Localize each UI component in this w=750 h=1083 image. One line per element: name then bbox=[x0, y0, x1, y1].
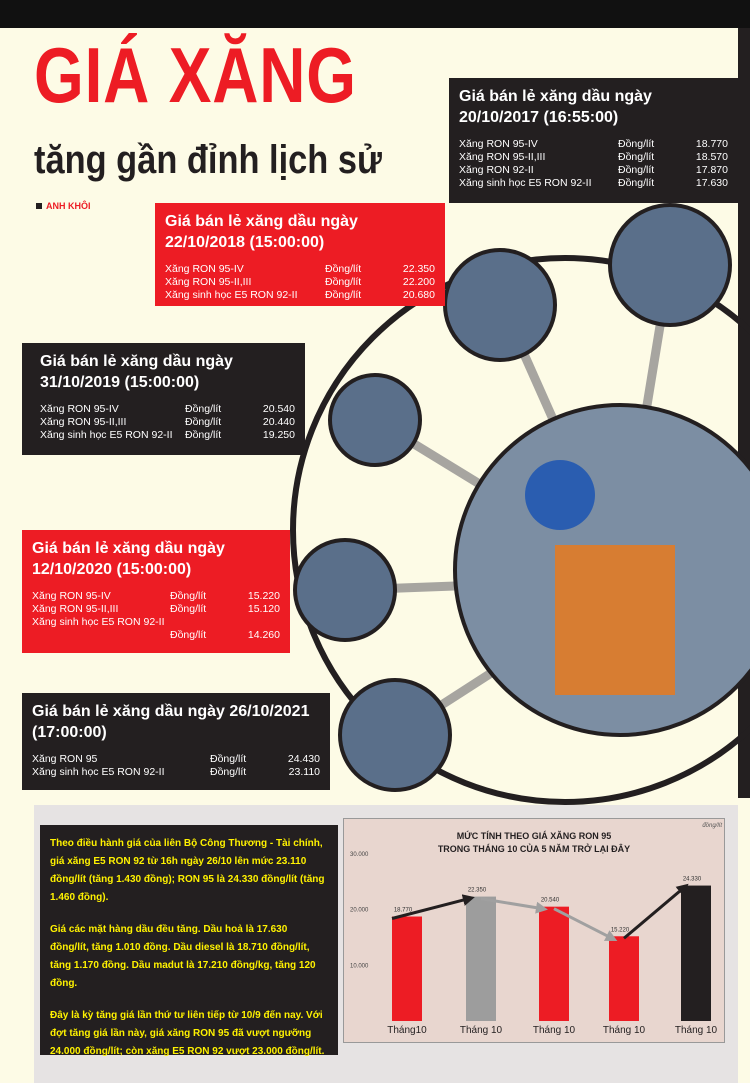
top-bar bbox=[0, 0, 750, 28]
box-title: Giá bán lẻ xăng dầu ngày 22/10/2018 (15:… bbox=[165, 213, 358, 251]
value-label: 24.330 bbox=[683, 877, 702, 883]
worker-cap bbox=[525, 460, 595, 530]
box-title: Giá bán lẻ xăng dầu ngày 31/10/2019 (15:… bbox=[40, 353, 233, 391]
y-tick-label: 10.000 bbox=[350, 963, 369, 969]
trend-arrow bbox=[623, 883, 689, 940]
news-paragraph: Theo điều hành giá của liên Bộ Công Thươ… bbox=[50, 838, 325, 903]
page-subtitle: tăng gần đỉnh lịch sử bbox=[34, 138, 382, 182]
price-box-2021: Giá bán lẻ xăng dầu ngày 26/10/2021 (17:… bbox=[22, 693, 330, 790]
price-box-2017: Giá bán lẻ xăng dầu ngày 20/10/2017 (16:… bbox=[449, 78, 738, 203]
worker-uniform bbox=[555, 545, 675, 695]
news-paragraph: Đây là kỳ tăng giá lần thứ tư liên tiếp … bbox=[50, 1010, 325, 1057]
price-box-2020: Giá bán lẻ xăng dầu ngày 12/10/2020 (15:… bbox=[22, 530, 290, 653]
photo-price-board bbox=[293, 538, 397, 642]
chart-svg: MỨC TÍNH THEO GIÁ XĂNG RON 95 TRONG THÁNG… bbox=[350, 823, 722, 1036]
y-tick-label: 20.000 bbox=[350, 908, 369, 914]
box-title: Giá bán lẻ xăng dầu ngày 12/10/2020 (15:… bbox=[32, 540, 225, 578]
author: ANH KHÔI bbox=[36, 201, 91, 211]
value-label: 22.350 bbox=[468, 888, 487, 894]
box-title: Giá bán lẻ xăng dầu ngày 20/10/2017 (16:… bbox=[459, 88, 652, 126]
value-label: 18.770 bbox=[394, 908, 413, 914]
ring bbox=[290, 255, 750, 805]
news-paragraph: Giá các mặt hàng dầu đều tăng. Dầu hoả l… bbox=[50, 924, 316, 989]
chart-title-line: MỨC TÍNH THEO GIÁ XĂNG RON 95 bbox=[457, 830, 611, 841]
value-label: 20.540 bbox=[541, 898, 560, 904]
photo-pump bbox=[338, 678, 452, 792]
price-chart: MỨC TÍNH THEO GIÁ XĂNG RON 95 TRONG THÁNG… bbox=[343, 818, 725, 1043]
bar-2017 bbox=[392, 916, 422, 1021]
month-label: Tháng 10 bbox=[460, 1025, 503, 1036]
value-label: 15.220 bbox=[611, 927, 630, 933]
bar-2021 bbox=[681, 885, 711, 1021]
chart-title-line: TRONG THÁNG 10 CỦA 5 NĂM TRỞ LẠI ĐÂY bbox=[438, 843, 630, 854]
chart-unit: đồng/lít bbox=[702, 823, 722, 829]
trend-arrow bbox=[391, 894, 475, 920]
box-title: Giá bán lẻ xăng dầu ngày 26/10/2021 (17:… bbox=[32, 703, 310, 741]
bar-2018 bbox=[466, 896, 496, 1021]
bar-2020 bbox=[609, 936, 639, 1021]
month-label: Tháng 10 bbox=[603, 1025, 646, 1036]
month-label: Tháng 10 bbox=[533, 1025, 576, 1036]
y-tick-label: 30.000 bbox=[350, 852, 369, 858]
news-text: Theo điều hành giá của liên Bộ Công Thươ… bbox=[40, 825, 338, 1057]
page-title: GIÁ XĂNG bbox=[34, 31, 357, 119]
bar-2019 bbox=[539, 906, 569, 1021]
price-box-2018: Giá bán lẻ xăng dầu ngày 22/10/2018 (15:… bbox=[155, 203, 445, 306]
photo-attendant bbox=[328, 373, 422, 467]
timeline-ring bbox=[290, 203, 750, 805]
price-box-2019: Giá bán lẻ xăng dầu ngày 31/10/2019 (15:… bbox=[22, 343, 305, 455]
trend-arrow bbox=[553, 907, 618, 942]
month-label: Tháng10 bbox=[387, 1025, 427, 1036]
trend-arrow bbox=[480, 897, 548, 914]
month-label: Tháng 10 bbox=[675, 1025, 718, 1036]
photo-fuel-nozzle bbox=[443, 248, 557, 362]
price-row: Xăng sinh học E5 RON 92-II bbox=[32, 616, 165, 628]
photo-gas-station bbox=[608, 203, 732, 327]
